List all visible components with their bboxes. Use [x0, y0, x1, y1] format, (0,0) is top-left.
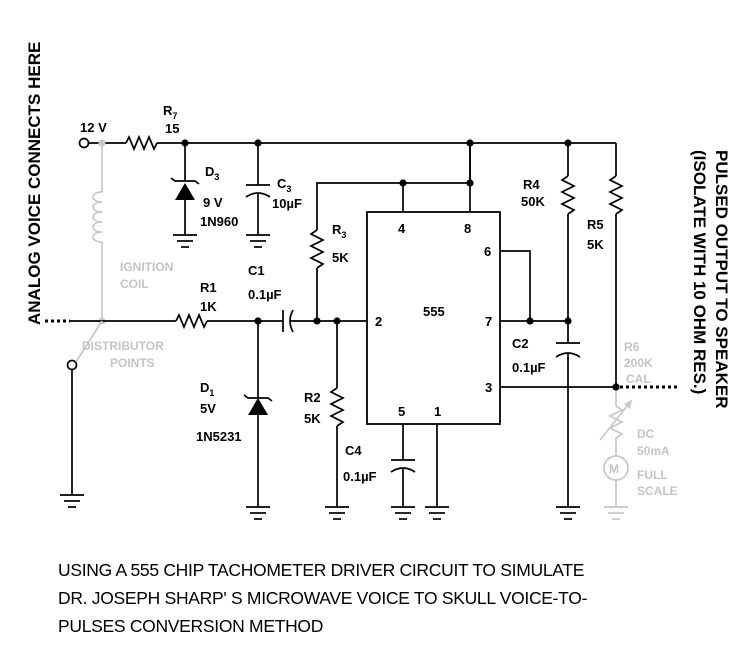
r3-value: 5K — [332, 250, 349, 265]
d1-part: 1N5231 — [196, 429, 242, 444]
pulsed-output-label-line1: PULSED OUTPUT TO SPEAKER — [712, 150, 731, 409]
ic-name: 555 — [423, 304, 445, 319]
r4-label: R4 — [523, 177, 540, 192]
capacitor-c3-ground — [245, 143, 271, 248]
ignition-coil — [92, 143, 106, 325]
meter-label-line4: SCALE — [637, 484, 678, 498]
caption-line-1: USING A 555 CHIP TACHOMETER DRIVER CIRCU… — [58, 560, 585, 580]
c3-value: 10µF — [272, 196, 302, 211]
pin1-ground — [425, 424, 449, 520]
ic-pin-3: 3 — [485, 380, 492, 395]
meter-circuit: M — [599, 391, 633, 520]
c1-label: C1 — [248, 263, 265, 278]
d3-voltage: 9 V — [203, 195, 223, 210]
supply-rail — [78, 134, 616, 152]
zener-d3 — [170, 143, 200, 248]
ic-pin-2: 2 — [375, 314, 382, 329]
r3-label: R3 — [332, 222, 346, 240]
c4-value: 0.1µF — [343, 469, 377, 484]
c3-label: C3 — [277, 176, 291, 194]
c2-label: C2 — [512, 336, 529, 351]
pulsed-output-label-line2: (ISOLATE WITH 10 OHM RES.) — [690, 150, 709, 394]
r7-value: 15 — [165, 121, 179, 136]
ic-pin-1: 1 — [434, 404, 441, 419]
r2-value: 5K — [304, 411, 321, 426]
resistor-r2 — [325, 321, 349, 520]
c2-value: 0.1µF — [512, 360, 546, 375]
capacitor-c2 — [555, 342, 581, 520]
c4-label: C4 — [345, 443, 362, 458]
zener-d1 — [243, 321, 273, 520]
r5-label: R5 — [587, 217, 604, 232]
d3-part: 1N960 — [200, 214, 238, 229]
caption: USING A 555 CHIP TACHOMETER DRIVER CIRCU… — [58, 556, 738, 640]
meter-label-line3: FULL — [637, 468, 668, 482]
distributor-label-line1: DISTRIBUTOR — [82, 339, 164, 353]
r1-value: 1K — [200, 299, 217, 314]
ic-pin-7: 7 — [485, 314, 492, 329]
resistor-r7 — [125, 134, 158, 152]
ignition-label-line1: IGNITION — [120, 260, 173, 274]
r6-value: 200K — [624, 356, 653, 370]
d3-label: D3 — [205, 164, 219, 182]
ic-pin-4: 4 — [398, 221, 406, 236]
meter-label-line2: 50mA — [637, 444, 670, 458]
caption-line-3: PULSES CONVERSION METHOD — [58, 616, 324, 636]
r6-note: CAL — [626, 372, 651, 386]
c1-value: 0.1µF — [248, 287, 282, 302]
resistor-r4 — [560, 143, 576, 343]
caption-line-2: DR. JOSEPH SHARP' S MICROWAVE VOICE TO S… — [58, 588, 588, 608]
ic-555 — [366, 143, 620, 425]
r4-value: 50K — [521, 194, 545, 209]
ic-pin-5: 5 — [398, 404, 405, 419]
svg-text:M: M — [609, 462, 619, 476]
ic-pin-8: 8 — [464, 221, 471, 236]
r1-label: R1 — [200, 280, 217, 295]
ic-pin-6: 6 — [484, 244, 491, 259]
ignition-label-line2: COIL — [120, 277, 149, 291]
r6-label: R6 — [624, 340, 640, 354]
resistor-r1 — [175, 312, 208, 330]
d1-voltage: 5V — [200, 401, 216, 416]
d1-label: D1 — [200, 380, 214, 398]
distributor-points — [60, 320, 103, 508]
r2-label: R2 — [304, 390, 321, 405]
capacitor-c4 — [390, 424, 416, 520]
input-line — [45, 309, 367, 333]
resistor-r5 — [608, 143, 680, 389]
distributor-label-line2: POINTS — [110, 356, 155, 370]
r7-label: R7 — [163, 103, 177, 121]
supply-label: 12 V — [80, 120, 107, 135]
r5-value: 5K — [587, 237, 604, 252]
meter-label-line1: DC — [637, 427, 655, 441]
analog-voice-label: ANALOG VOICE CONNECTS HERE — [25, 42, 44, 325]
